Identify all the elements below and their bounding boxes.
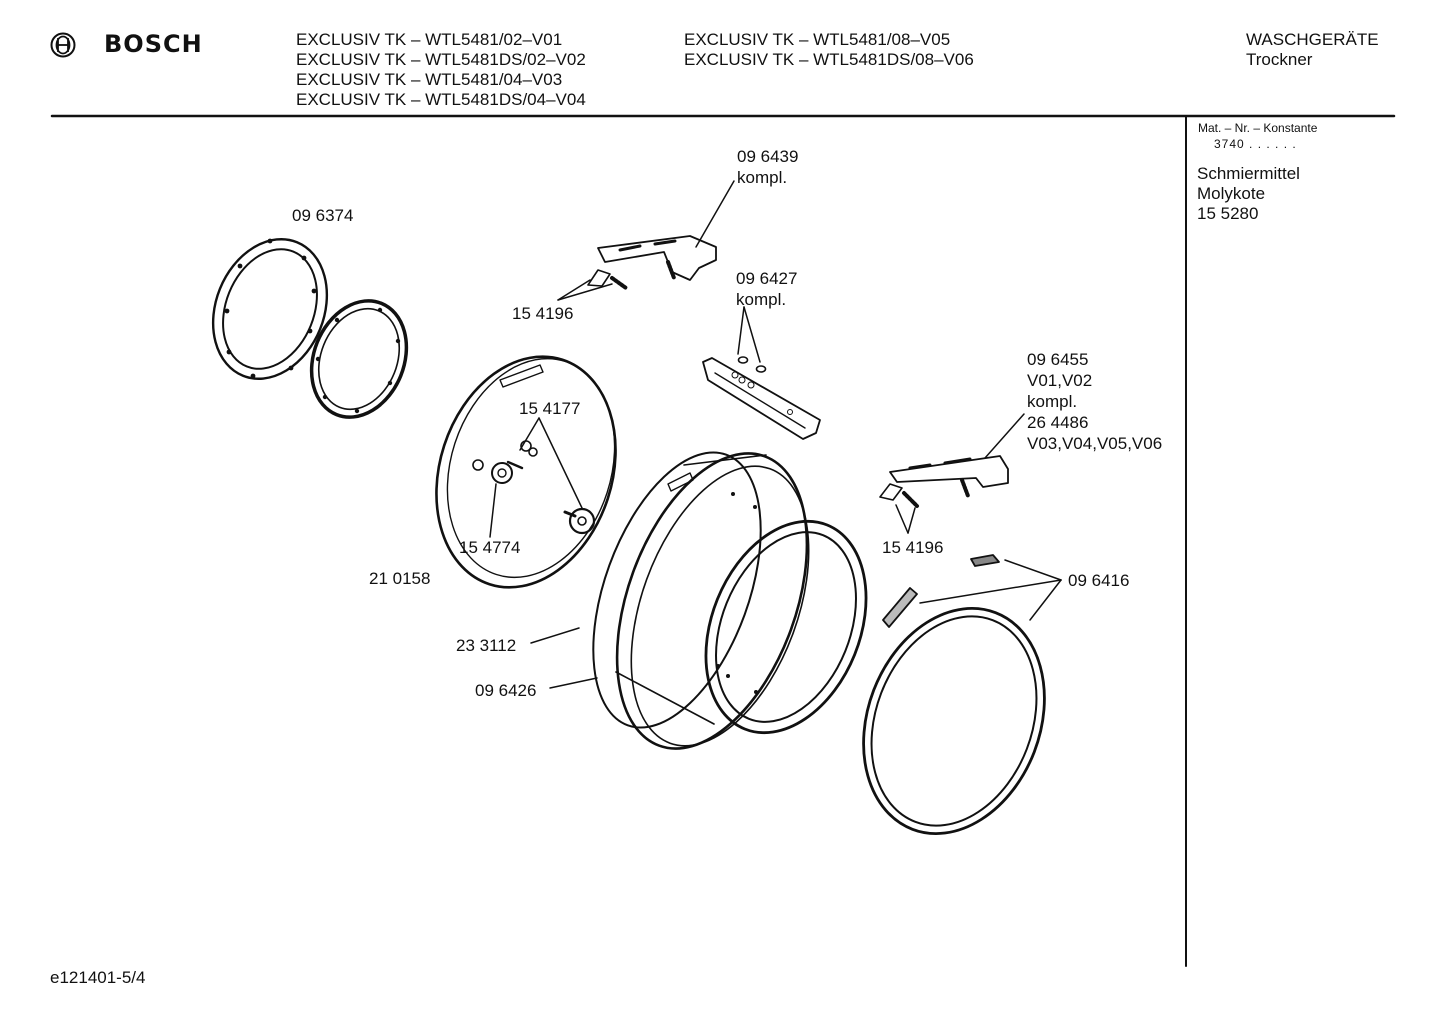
mat-number-label: Mat. – Nr. – Konstante bbox=[1198, 121, 1318, 135]
callout-233112: 23 3112 bbox=[456, 636, 517, 655]
model-item: EXCLUSIV TK – WTL5481DS/02–V02 bbox=[296, 50, 586, 69]
lubricant-block: Schmiermittel Molykote 15 5280 bbox=[1197, 164, 1300, 224]
bosch-logo-icon bbox=[50, 32, 76, 63]
seal-ring-outer bbox=[211, 238, 329, 380]
part-note: kompl. bbox=[736, 290, 787, 309]
seal-ring-inner bbox=[309, 299, 409, 419]
leader-lines bbox=[489, 180, 1062, 689]
callout-154774: 15 4774 bbox=[459, 538, 521, 557]
brand-name: BOSCH bbox=[104, 30, 203, 58]
model-item: EXCLUSIV TK – WTL5481/02–V01 bbox=[296, 30, 563, 49]
callout-096455: 09 6455 V01,V02 kompl. 26 4486 V03,V04,V… bbox=[1027, 349, 1162, 454]
category-title: WASCHGERÄTE bbox=[1246, 30, 1379, 49]
model-list-1: EXCLUSIV TK – WTL5481/02–V01 EXCLUSIV TK… bbox=[296, 30, 586, 110]
callout-096374: 09 6374 bbox=[292, 206, 354, 225]
callout-096426: 09 6426 bbox=[475, 681, 537, 700]
part-number: 09 6427 bbox=[736, 269, 798, 288]
lubricant-line: 15 5280 bbox=[1197, 204, 1259, 223]
part-number: 09 6455 bbox=[1027, 350, 1089, 369]
model-list-2: EXCLUSIV TK – WTL5481/08–V05 EXCLUSIV TK… bbox=[684, 30, 974, 70]
model-item: EXCLUSIV TK – WTL5481/08–V05 bbox=[684, 30, 951, 49]
slider-middle bbox=[702, 356, 821, 440]
bearing-bracket-top bbox=[587, 235, 717, 290]
callout-096416: 09 6416 bbox=[1068, 571, 1130, 590]
part-note: kompl. bbox=[1027, 392, 1078, 411]
part-note: kompl. bbox=[737, 168, 788, 187]
callout-154177: 15 4177 bbox=[519, 399, 581, 418]
model-item: EXCLUSIV TK – WTL5481DS/08–V06 bbox=[684, 50, 974, 69]
rear-panel bbox=[435, 355, 617, 589]
callout-096427: 09 6427 kompl. bbox=[736, 268, 797, 310]
callout-210158: 21 0158 bbox=[369, 569, 431, 588]
bearing-bracket-right bbox=[879, 455, 1009, 508]
mat-number-value: 3740 . . . . . . bbox=[1214, 137, 1297, 151]
part-number: 26 4486 bbox=[1027, 413, 1089, 432]
part-number: 09 6439 bbox=[737, 147, 799, 166]
lubricant-line: Molykote bbox=[1197, 184, 1266, 203]
callout-154196-right: 15 4196 bbox=[882, 538, 944, 557]
dryer-drum bbox=[592, 451, 868, 750]
part-note: V03,V04,V05,V06 bbox=[1027, 434, 1163, 453]
callout-154196-top: 15 4196 bbox=[512, 304, 574, 323]
callout-096439: 09 6439 kompl. bbox=[737, 146, 798, 188]
part-note: V01,V02 bbox=[1027, 371, 1093, 390]
document-id: e121401-5/4 bbox=[50, 968, 146, 987]
lubricant-line: Schmiermittel bbox=[1197, 164, 1300, 183]
model-item: EXCLUSIV TK – WTL5481/04–V03 bbox=[296, 70, 563, 89]
subcategory-title: Trockner bbox=[1246, 50, 1313, 69]
category-block: WASCHGERÄTE Trockner bbox=[1246, 30, 1379, 70]
front-felt-seal bbox=[862, 554, 1046, 835]
model-item: EXCLUSIV TK – WTL5481DS/04–V04 bbox=[296, 90, 586, 109]
